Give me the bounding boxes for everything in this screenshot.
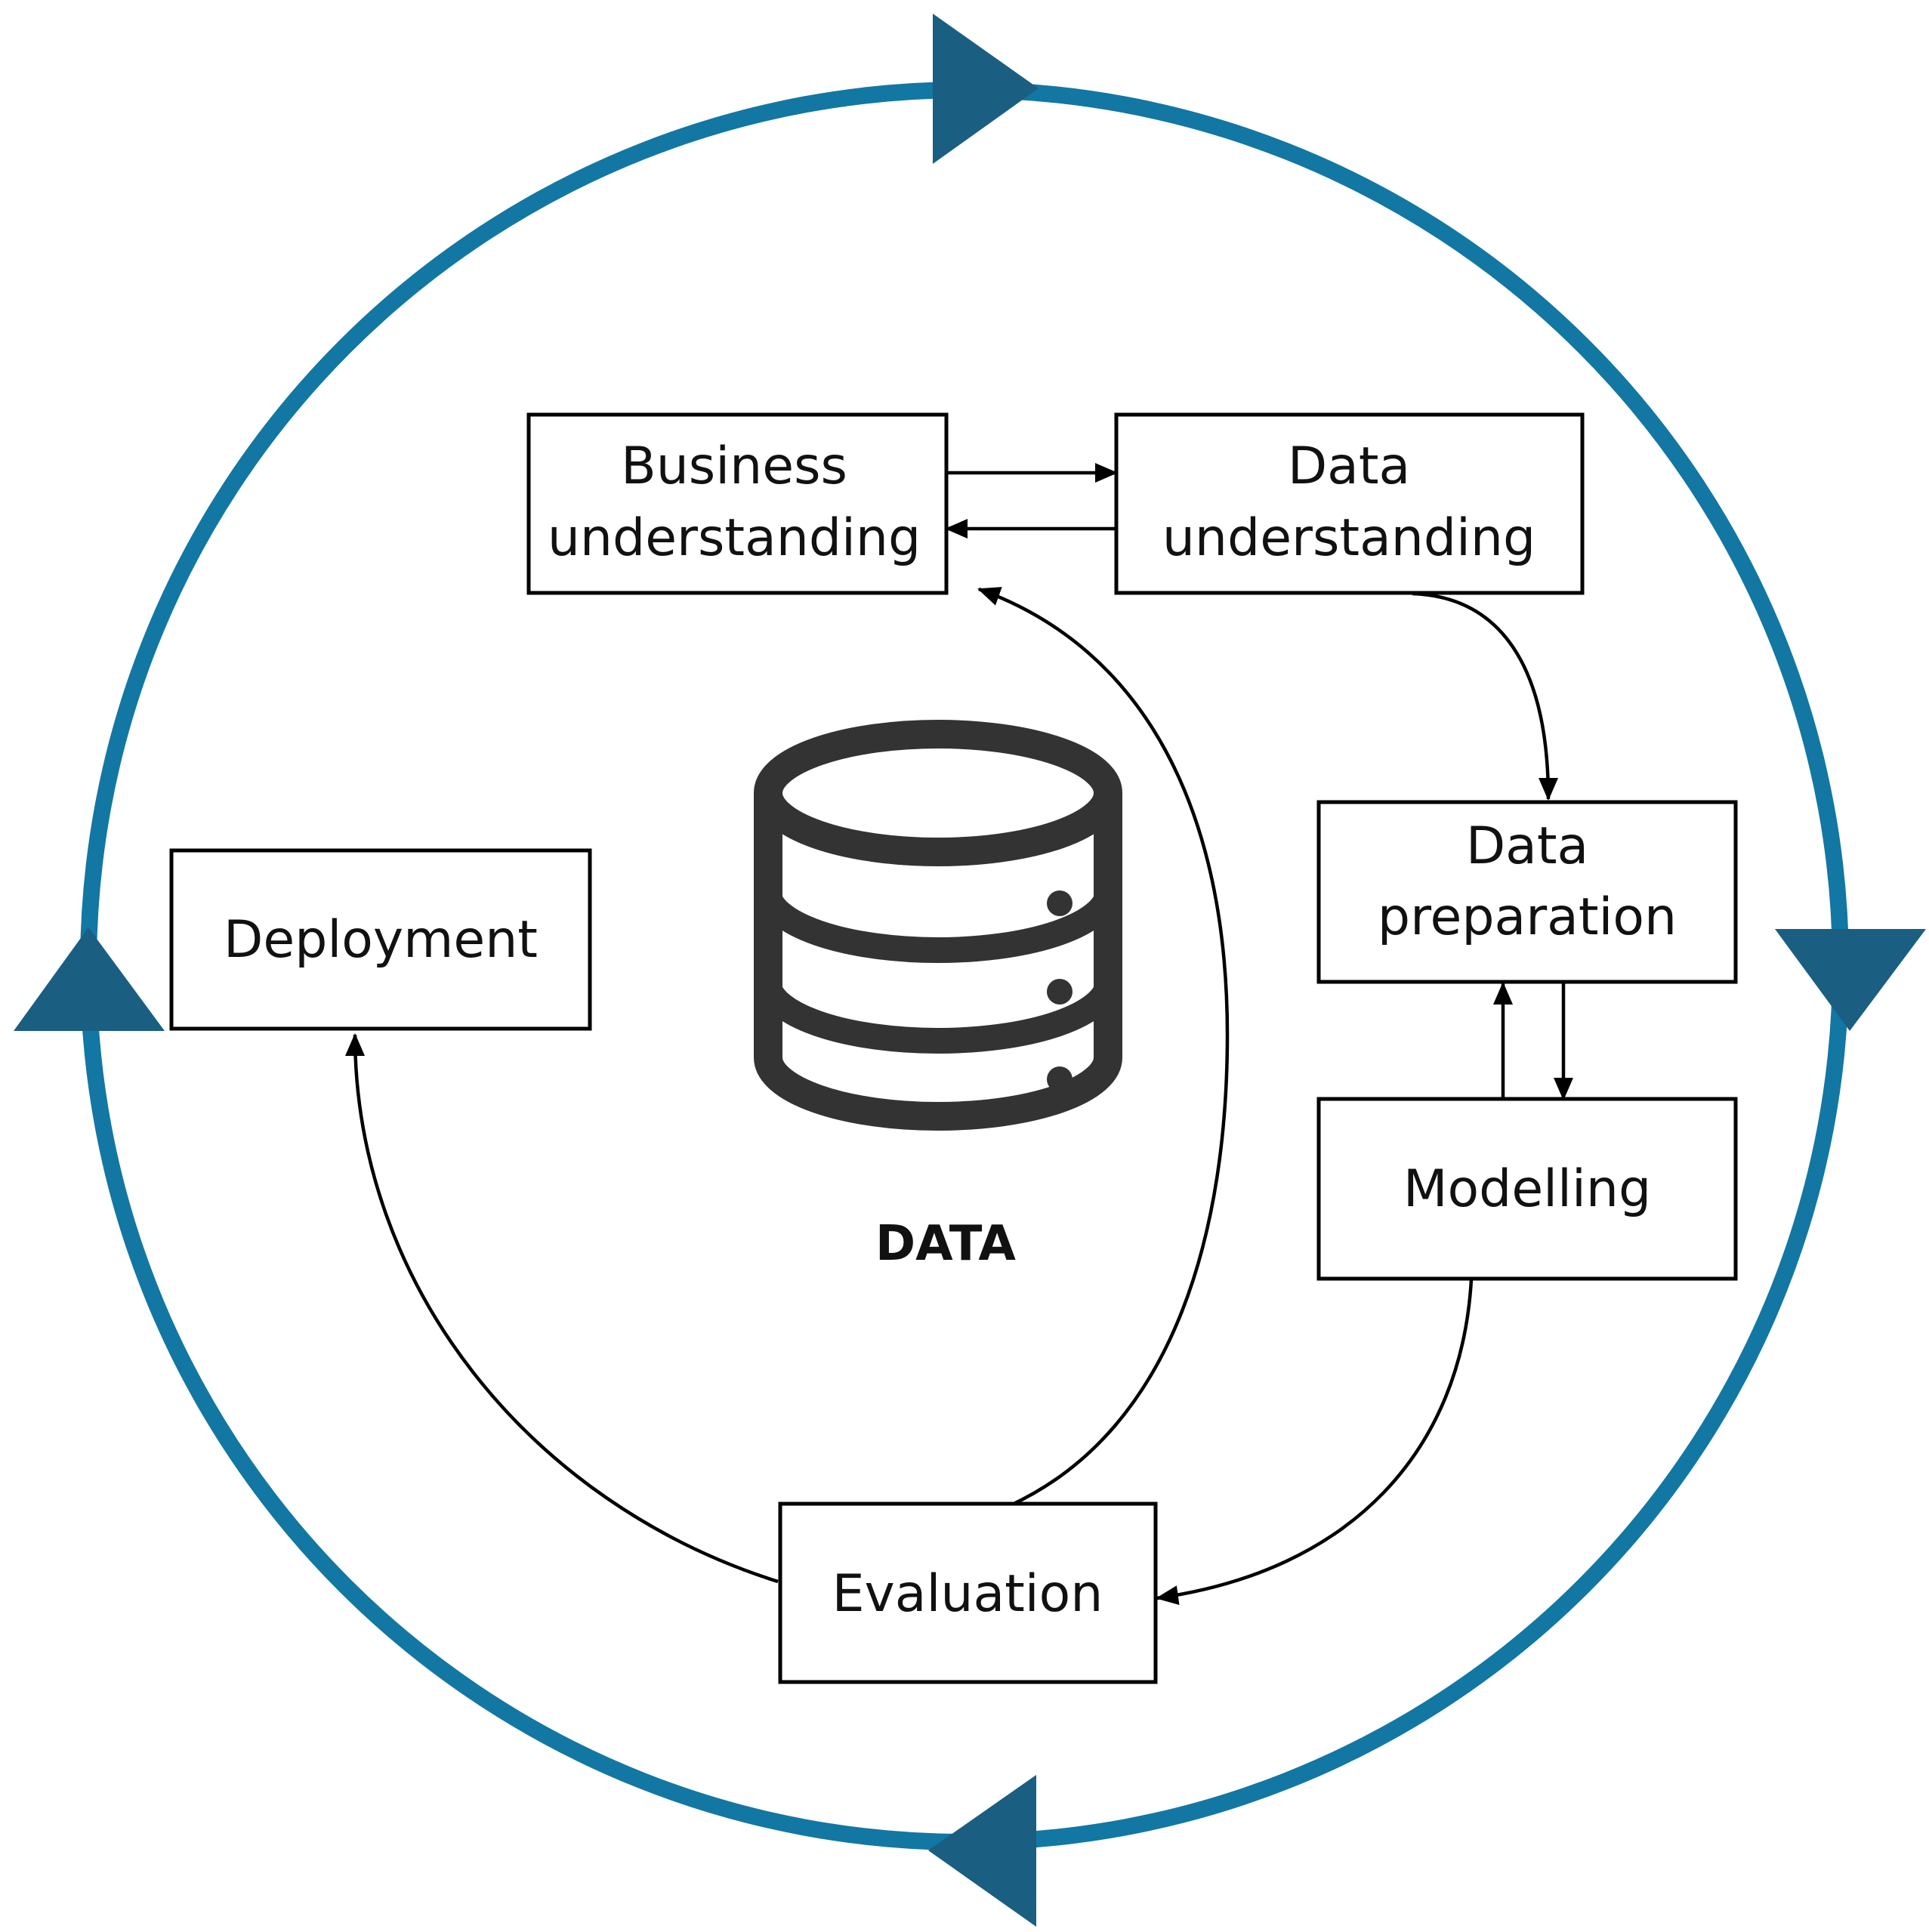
database-top	[754, 720, 1122, 866]
database-divider-2	[755, 980, 1121, 1054]
arrow-evaluation-to-deployment	[345, 1033, 779, 1584]
phase-label-line2: preparation	[1378, 887, 1677, 947]
database-body	[754, 793, 1122, 1131]
phase-label: Deployment	[224, 910, 538, 970]
cycle-arrowhead-right	[1775, 929, 1926, 1031]
cycle-arrowhead-top	[933, 14, 1039, 164]
phase-label-line2: understanding	[1162, 508, 1535, 568]
arrow-data-understanding-to-preparation	[1412, 591, 1558, 801]
center-label: DATA	[875, 1216, 1016, 1272]
phase-label-line1: Data	[1288, 437, 1410, 496]
phase-modelling: Modelling	[1316, 1097, 1738, 1281]
phase-data-preparation: Data preparation	[1316, 800, 1738, 984]
phase-evaluation: Evaluation	[778, 1501, 1158, 1684]
phase-label-line2: understanding	[548, 508, 921, 568]
phase-data-understanding: Data understanding	[1114, 412, 1585, 595]
database-led-3	[1047, 1066, 1073, 1092]
phase-business-understanding: Business understanding	[526, 412, 949, 595]
database-icon	[754, 720, 1122, 1131]
database-led-1	[1047, 890, 1073, 916]
cycle-arrowhead-bottom	[928, 1775, 1036, 1927]
phase-label-line1: Business	[621, 437, 847, 496]
phase-deployment: Deployment	[169, 848, 592, 1031]
cycle-arrowhead-left	[14, 927, 165, 1031]
phase-label: Evaluation	[832, 1564, 1103, 1624]
database-led-2	[1047, 979, 1073, 1005]
database-divider-1	[755, 890, 1121, 963]
arrow-modelling-to-evaluation	[1156, 1279, 1474, 1605]
phase-label-line1: Data	[1466, 816, 1588, 876]
arrow-evaluation-to-business	[977, 587, 1230, 1508]
phase-label: Modelling	[1403, 1159, 1651, 1219]
